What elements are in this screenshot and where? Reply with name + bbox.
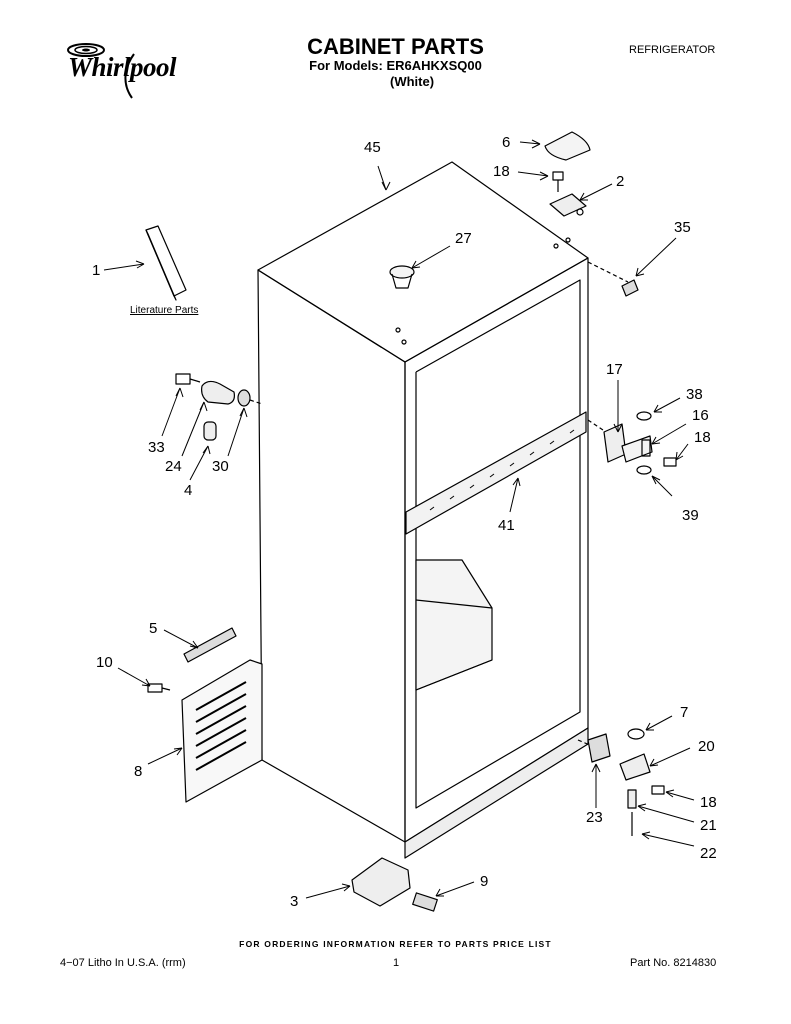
callout-21: 21 — [700, 817, 717, 834]
callout-3: 3 — [290, 893, 298, 910]
logo-swoosh-icon — [67, 43, 135, 99]
page-title: CABINET PARTS — [307, 34, 484, 59]
model-number: For Models: ER6AHKXSQ00 — [309, 58, 482, 73]
callout-18-bottom: 18 — [700, 794, 717, 811]
plug-button — [389, 265, 415, 289]
callout-22: 22 — [700, 845, 717, 862]
callout-38: 38 — [686, 386, 703, 403]
literature-booklet — [145, 225, 187, 301]
door-stop — [621, 279, 639, 297]
callout-45: 45 — [364, 139, 381, 156]
callout-10: 10 — [96, 654, 113, 671]
callout-39: 39 — [682, 507, 699, 524]
callout-30: 30 — [212, 458, 229, 475]
page-number: 1 — [393, 957, 400, 969]
center-hinge-assembly — [587, 411, 677, 475]
callout-1: 1 — [92, 262, 100, 279]
grille-screw — [147, 683, 171, 693]
leveling-roller — [351, 857, 438, 912]
callout-2: 2 — [616, 173, 624, 190]
ordering-note: FOR ORDERING INFORMATION REFER TO PARTS … — [239, 939, 552, 949]
mullion-bar — [405, 411, 587, 535]
callout-27: 27 — [455, 230, 472, 247]
callout-4: 4 — [184, 482, 192, 499]
callout-9: 9 — [480, 873, 488, 890]
toe-grille — [181, 659, 263, 803]
whirlpool-logo: Whirlpool — [64, 38, 192, 102]
callout-8: 8 — [134, 763, 142, 780]
top-hinge-cover — [544, 131, 591, 161]
product-category: REFRIGERATOR — [629, 44, 716, 56]
callout-5: 5 — [149, 620, 157, 637]
callout-6: 6 — [502, 134, 510, 151]
callout-24: 24 — [165, 458, 182, 475]
toe-grille-clip — [183, 627, 237, 663]
callout-23: 23 — [586, 809, 603, 826]
litho-info: 4−07 Litho In U.S.A. (rrm) — [60, 957, 186, 969]
screw-top-hinge — [552, 171, 564, 192]
callout-7: 7 — [680, 704, 688, 721]
callout-20: 20 — [698, 738, 715, 755]
brand-wordmark: Whirlpool — [68, 52, 177, 82]
callout-33: 33 — [148, 439, 165, 456]
model-color: (White) — [390, 74, 435, 89]
cabinet-shell — [257, 161, 589, 859]
callout-35: 35 — [674, 219, 691, 236]
literature-parts-label: Literature Parts — [130, 305, 198, 316]
part-number: Part No. 8214830 — [630, 957, 717, 969]
bottom-hinge-assembly — [577, 728, 665, 836]
left-hinge-assembly — [175, 373, 263, 441]
callout-17: 17 — [606, 361, 623, 378]
callout-18-center: 18 — [694, 429, 711, 446]
callout-41: 41 — [498, 517, 515, 534]
callout-16: 16 — [692, 407, 709, 424]
callout-18-top: 18 — [493, 163, 510, 180]
top-hinge — [549, 193, 587, 217]
